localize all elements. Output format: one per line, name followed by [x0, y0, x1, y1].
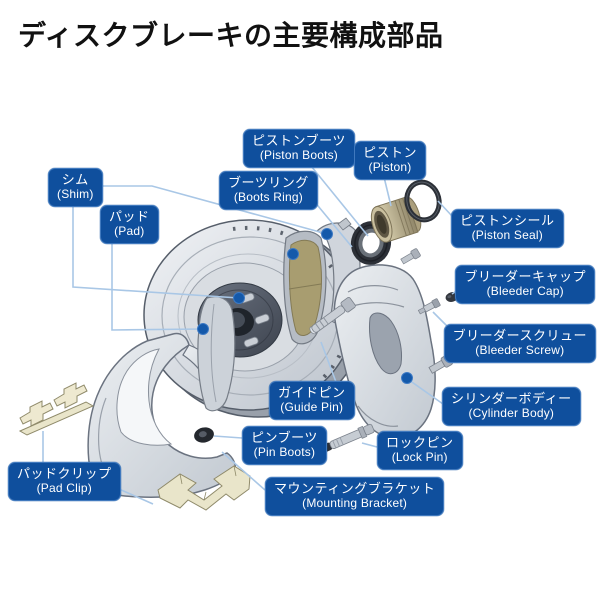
label-bleeder-cap: ブリーダーキャップ (Bleeder Cap)	[455, 265, 595, 305]
label-piston-en: (Piston)	[368, 160, 412, 175]
label-piston-boots: ピストンブーツ (Piston Boots)	[243, 129, 355, 169]
label-bleeder-cap-jp: ブリーダーキャップ	[464, 269, 586, 284]
label-bleeder-screw-en: (Bleeder Screw)	[475, 343, 565, 358]
cylinder-body-part	[333, 264, 436, 439]
label-pad-clip-en: (Pad Clip)	[36, 481, 92, 496]
label-shim: シム (Shim)	[48, 168, 103, 208]
label-cylinder-body-jp: シリンダーボディー	[451, 391, 572, 406]
label-piston: ピストン (Piston)	[354, 141, 427, 181]
part-marker-dot	[287, 248, 299, 260]
label-bleeder-screw: ブリーダースクリュー (Bleeder Screw)	[443, 324, 596, 364]
label-guide-pin: ガイドピン (Guide Pin)	[269, 381, 355, 421]
label-guide-pin-en: (Guide Pin)	[280, 400, 344, 415]
label-boots-ring: ブーツリング (Boots Ring)	[219, 171, 318, 211]
part-marker-dot	[233, 292, 245, 304]
label-guide-pin-jp: ガイドピン	[278, 385, 346, 400]
label-boots-ring-en: (Boots Ring)	[233, 190, 303, 205]
lock-pin-part	[321, 423, 375, 453]
label-pad-clip: パッドクリップ (Pad Clip)	[8, 462, 121, 502]
label-mounting-bracket-jp: マウンティングブラケット	[274, 481, 436, 496]
label-pin-boots: ピンブーツ (Pin Boots)	[242, 426, 327, 466]
label-mounting-bracket: マウンティングブラケット (Mounting Bracket)	[265, 477, 445, 517]
label-pin-boots-jp: ピンブーツ	[251, 430, 318, 445]
label-piston-seal-jp: ピストンシール	[460, 213, 555, 228]
label-pad: パッド (Pad)	[100, 205, 159, 245]
label-piston-jp: ピストン	[363, 145, 418, 160]
piston-seal-part	[404, 179, 442, 223]
label-mounting-bracket-en: (Mounting Bracket)	[302, 496, 408, 511]
part-marker-dot	[401, 372, 413, 384]
label-pad-clip-jp: パッドクリップ	[17, 466, 112, 481]
label-cylinder-body-en: (Cylinder Body)	[468, 406, 555, 421]
page-title: ディスクブレーキの主要構成部品	[18, 20, 444, 51]
label-lock-pin-en: (Lock Pin)	[391, 450, 448, 465]
pin-boot-part	[194, 427, 214, 443]
bleeder-screw-part	[417, 298, 441, 315]
guide-pin-part	[309, 297, 356, 335]
label-shim-jp: シム	[61, 172, 89, 187]
label-shim-en: (Shim)	[57, 187, 94, 202]
label-piston-boots-jp: ピストンブーツ	[252, 133, 346, 148]
part-marker-dot	[321, 228, 333, 240]
label-bleeder-screw-jp: ブリーダースクリュー	[452, 328, 587, 343]
pad-clip-part	[157, 465, 251, 511]
caliper-bolt	[400, 248, 421, 265]
label-piston-boots-en: (Piston Boots)	[259, 148, 339, 163]
label-boots-ring-jp: ブーツリング	[228, 175, 309, 190]
label-pin-boots-en: (Pin Boots)	[253, 445, 316, 460]
label-cylinder-body: シリンダーボディー (Cylinder Body)	[442, 387, 581, 427]
label-lock-pin: ロックピン (Lock Pin)	[377, 431, 463, 471]
label-pad-jp: パッド	[109, 209, 150, 224]
part-marker-dot	[197, 323, 209, 335]
leader-lines	[42, 160, 471, 505]
label-piston-seal-en: (Piston Seal)	[471, 228, 543, 243]
pad-clip-part	[18, 382, 95, 436]
label-pad-en: (Pad)	[114, 224, 145, 239]
label-lock-pin-jp: ロックピン	[386, 435, 454, 450]
label-piston-seal: ピストンシール (Piston Seal)	[451, 209, 564, 249]
part-marker-dots	[197, 228, 413, 384]
label-bleeder-cap-en: (Bleeder Cap)	[486, 284, 564, 299]
